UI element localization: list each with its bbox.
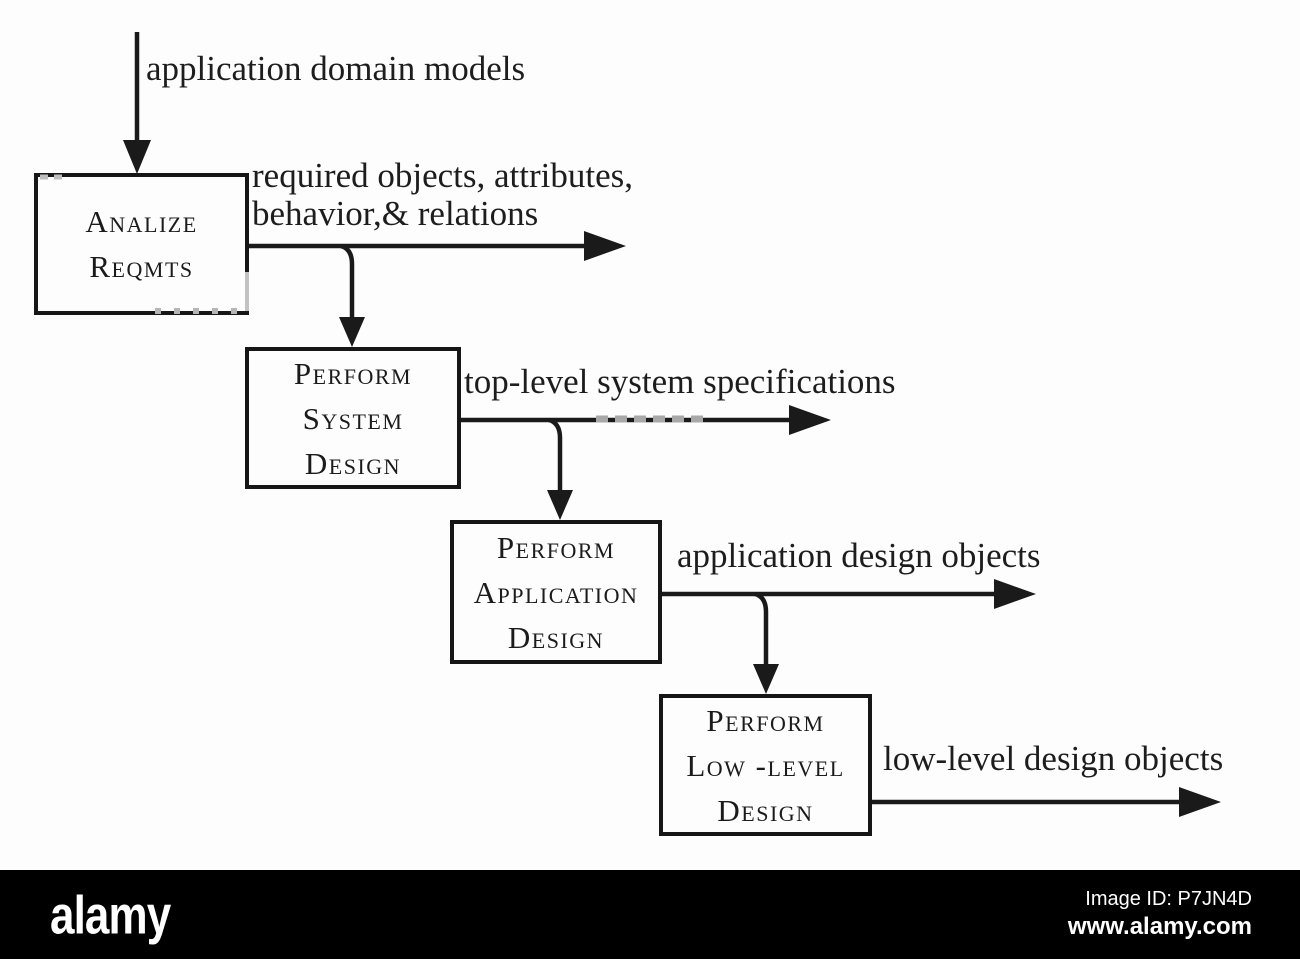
arrowhead-branch-2	[547, 490, 573, 520]
label-low-level-design-objects: low-level design objects	[883, 739, 1224, 778]
branch-to-low-level-design	[754, 591, 769, 668]
alamy-logo: alamy	[50, 884, 171, 945]
image-id-text: Image ID: P7JN4D	[1085, 888, 1252, 910]
box-line: Perform	[706, 702, 825, 738]
box-perform-application-design	[450, 520, 662, 664]
box-line: System	[302, 400, 404, 436]
waterfall-process-diagram	[34, 32, 1221, 836]
label-application-domain-models: application domain models	[146, 49, 526, 88]
watermark-info: Image ID: P7JN4D www.alamy.com	[1068, 887, 1252, 942]
box-analyze-reqmts	[34, 173, 249, 315]
box-perform-low-level-design	[659, 694, 872, 836]
box-line: Perform	[496, 529, 616, 565]
box-line: Design	[717, 792, 814, 828]
branch-to-application-design	[548, 417, 563, 494]
arrowhead-system-specs	[789, 405, 831, 435]
watermark-bar: alamy Image ID: P7JN4D www.alamy.com	[0, 870, 1300, 959]
box-line: Reqmts	[89, 249, 194, 284]
alamy-url-text: www.alamy.com	[1067, 913, 1252, 940]
box-line: Perform	[293, 355, 413, 391]
arrowhead-branch-3	[753, 664, 779, 694]
label-line: behavior,& relations	[252, 194, 539, 233]
arrowhead-branch-1	[339, 317, 365, 347]
box-line: Analize	[85, 204, 198, 239]
box-label-analyze-reqmts: Analize Reqmts	[36, 175, 247, 313]
label-application-design-objects: application design objects	[677, 536, 1041, 575]
box-line: Low -level	[686, 747, 845, 783]
arrowhead-low-level-objects	[1179, 787, 1221, 817]
box-perform-system-design	[245, 347, 461, 489]
box-line: Design	[507, 619, 605, 655]
input-arrowhead	[123, 140, 151, 174]
arrowhead-required-objects	[584, 231, 626, 261]
box-label-perform-system-design: Perform System Design	[247, 349, 459, 487]
label-required-objects: required objects, attributes, behavior,&…	[252, 157, 633, 233]
label-line: required objects, attributes,	[252, 156, 633, 195]
box-label-perform-low-level-design: Perform Low -level Design	[661, 696, 870, 834]
box-label-perform-application-design: Perform Application Design	[452, 522, 660, 662]
label-top-level-system-specifications: top-level system specifications	[464, 362, 896, 401]
branch-to-system-design	[340, 243, 355, 320]
box-line: Application	[473, 574, 639, 610]
arrowhead-application-objects	[994, 579, 1036, 609]
box-line: Design	[304, 445, 402, 481]
